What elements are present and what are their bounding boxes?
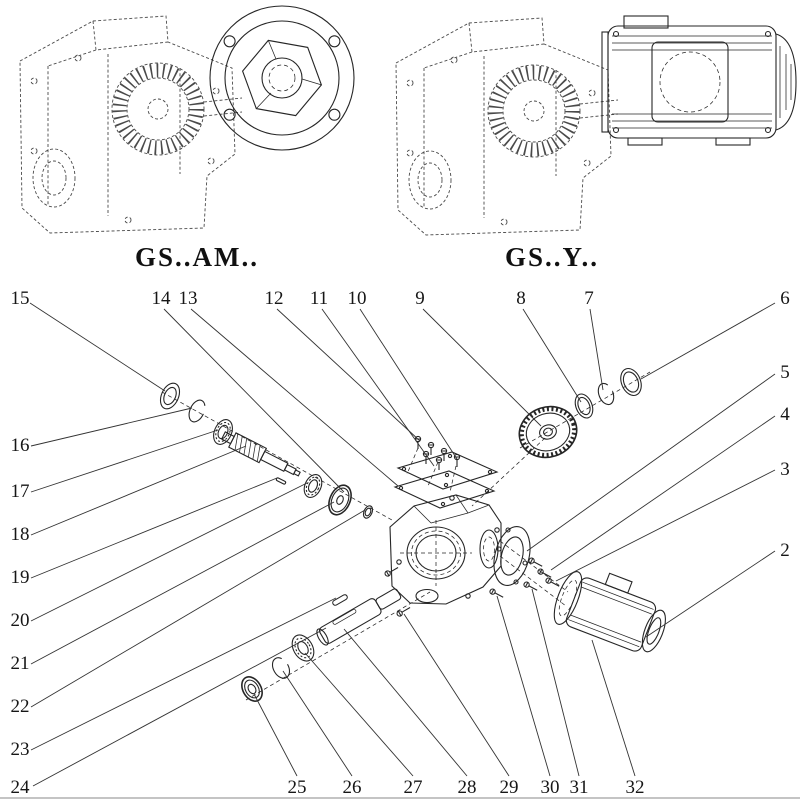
output-shaft-key (332, 594, 348, 606)
leader-5 (526, 373, 776, 552)
assembly-axis-lines (161, 371, 651, 701)
callout-30: 30 (541, 777, 560, 798)
leader-23 (30, 597, 337, 751)
output-flange-drawing (209, 5, 355, 151)
leader-28 (343, 628, 468, 777)
gearbox-ghost-right (396, 18, 618, 235)
variant-gs-y-label: GS..Y.. (505, 242, 599, 272)
motor-top-drawing (601, 15, 797, 146)
gear-circlip (597, 382, 615, 406)
leader-6 (640, 302, 776, 380)
variant-gs-am-label: GS..AM.. (135, 242, 259, 272)
callout-29: 29 (500, 777, 519, 798)
leader-3 (555, 469, 776, 582)
gear-washer (328, 484, 352, 516)
leader-14 (163, 308, 345, 493)
leader-13 (190, 308, 399, 487)
input-bearing-2 (303, 474, 323, 498)
variant-gs-am-drawing (20, 5, 355, 233)
callout-22: 22 (11, 696, 30, 717)
large-gear (518, 405, 578, 459)
callout-32: 32 (626, 777, 645, 798)
callout-12: 12 (265, 288, 284, 309)
leader-31 (531, 588, 580, 777)
leader-15 (29, 302, 166, 392)
callout-4: 4 (780, 404, 790, 425)
exploded-view (159, 367, 666, 702)
output-shaft (316, 588, 402, 646)
callout-numbers: 15 14 13 12 11 10 9 8 7 6 5 4 3 2 16 17 … (11, 288, 791, 798)
leader-32 (591, 639, 636, 777)
leader-10 (359, 308, 458, 460)
leader-26 (282, 670, 353, 777)
input-circlip (188, 399, 206, 423)
top-cover-plate (396, 451, 499, 490)
gear-housing (389, 494, 502, 605)
cover-gasket (393, 470, 496, 509)
callout-8: 8 (516, 288, 526, 309)
callout-10: 10 (348, 288, 367, 309)
spacer-ring (362, 505, 374, 519)
callout-7: 7 (584, 288, 594, 309)
callout-3: 3 (780, 459, 790, 480)
leader-19 (30, 477, 278, 579)
motor-exploded (553, 571, 666, 653)
callout-19: 19 (11, 567, 30, 588)
callout-5: 5 (780, 362, 790, 383)
callout-27: 27 (404, 777, 423, 798)
input-bearing (213, 419, 233, 445)
leader-22 (30, 509, 366, 708)
callout-31: 31 (570, 777, 589, 798)
output-circlip (271, 657, 291, 679)
leader-8 (522, 308, 582, 403)
leader-24 (32, 627, 327, 787)
gear-shim-ring (620, 367, 642, 397)
worm-shaft (220, 431, 301, 477)
callout-17: 17 (11, 481, 30, 502)
callout-18: 18 (11, 524, 30, 545)
callout-14: 14 (152, 288, 172, 309)
leader-30 (496, 595, 551, 777)
adapter-flange (493, 526, 531, 586)
callout-28: 28 (458, 777, 477, 798)
callout-23: 23 (11, 739, 30, 760)
callout-2: 2 (780, 540, 790, 561)
leader-18 (30, 445, 247, 536)
callout-11: 11 (310, 288, 328, 309)
leader-17 (30, 429, 219, 493)
callout-leader-lines (29, 302, 776, 787)
leader-12 (276, 308, 421, 442)
leader-9 (422, 308, 542, 427)
callout-21: 21 (11, 653, 30, 674)
leader-25 (253, 693, 298, 777)
variant-gs-y-drawing (396, 15, 797, 235)
gearbox-ghost-left (20, 16, 242, 233)
leader-27 (304, 652, 414, 777)
callout-20: 20 (11, 610, 30, 631)
leader-11 (321, 308, 435, 467)
leader-29 (403, 613, 510, 777)
leader-21 (30, 501, 335, 665)
leader-7 (589, 308, 604, 391)
input-shaft-seal (159, 382, 181, 410)
leader-16 (30, 407, 193, 447)
callout-15: 15 (11, 288, 30, 309)
flange-bolts (488, 556, 561, 601)
leader-4 (550, 415, 776, 571)
output-seal (241, 676, 263, 702)
callout-26: 26 (343, 777, 362, 798)
output-bearing (291, 634, 315, 662)
callout-6: 6 (780, 288, 790, 309)
callout-16: 16 (11, 435, 30, 456)
gear-spacer-ring (574, 393, 594, 419)
callout-24: 24 (11, 777, 31, 798)
leader-20 (30, 482, 308, 622)
leader-2 (645, 550, 776, 638)
callout-9: 9 (415, 288, 425, 309)
input-key-pin (275, 477, 287, 485)
callout-25: 25 (288, 777, 307, 798)
callout-13: 13 (179, 288, 198, 309)
